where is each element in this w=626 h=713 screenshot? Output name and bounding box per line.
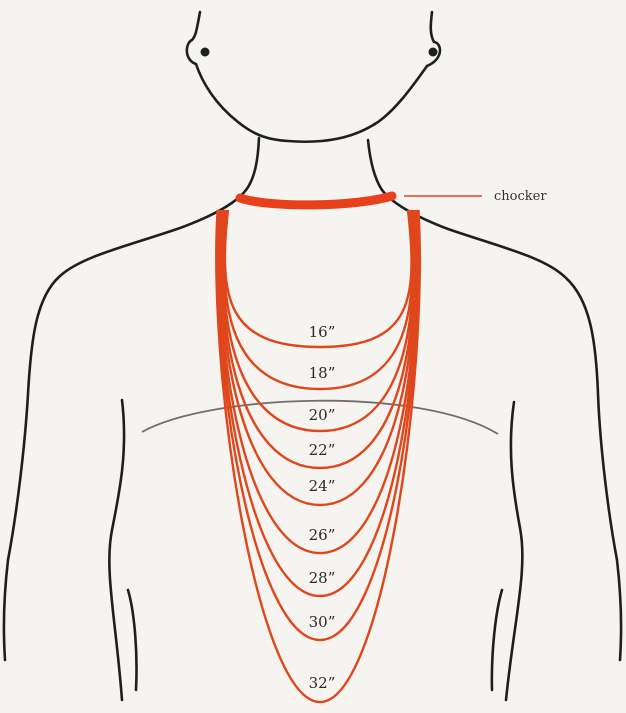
necklace-length-label: 32” — [309, 674, 336, 692]
necklace-length-label: 22” — [309, 441, 336, 459]
left-inner-arm — [128, 590, 137, 690]
body-outline — [4, 12, 621, 700]
necklace-length-label: 24” — [309, 477, 336, 495]
right-earring-icon — [429, 48, 438, 57]
necklace-length-label: 16” — [309, 323, 336, 341]
necklaces-group: 16” 18” 20” 22” 24” 26” 28” 30” 32” — [216, 210, 419, 702]
choker-band — [240, 196, 392, 205]
necklace-strand-2 — [224, 210, 412, 389]
necklace-length-label: 18” — [309, 364, 336, 382]
right-torso — [506, 402, 522, 700]
necklace-length-label: 20” — [309, 406, 336, 424]
left-torso — [109, 400, 124, 700]
choker-label: chocker — [494, 189, 547, 204]
head-outline — [187, 12, 440, 142]
right-inner-arm — [492, 590, 502, 690]
necklace-length-label: 30” — [309, 613, 336, 631]
necklace-strand-3 — [223, 210, 413, 431]
necklace-length-label: 28” — [309, 569, 336, 587]
earrings — [201, 48, 438, 57]
necklace-strand-5 — [221, 210, 415, 505]
left-earring-icon — [201, 48, 210, 57]
necklace-length-label: 26” — [309, 526, 336, 544]
